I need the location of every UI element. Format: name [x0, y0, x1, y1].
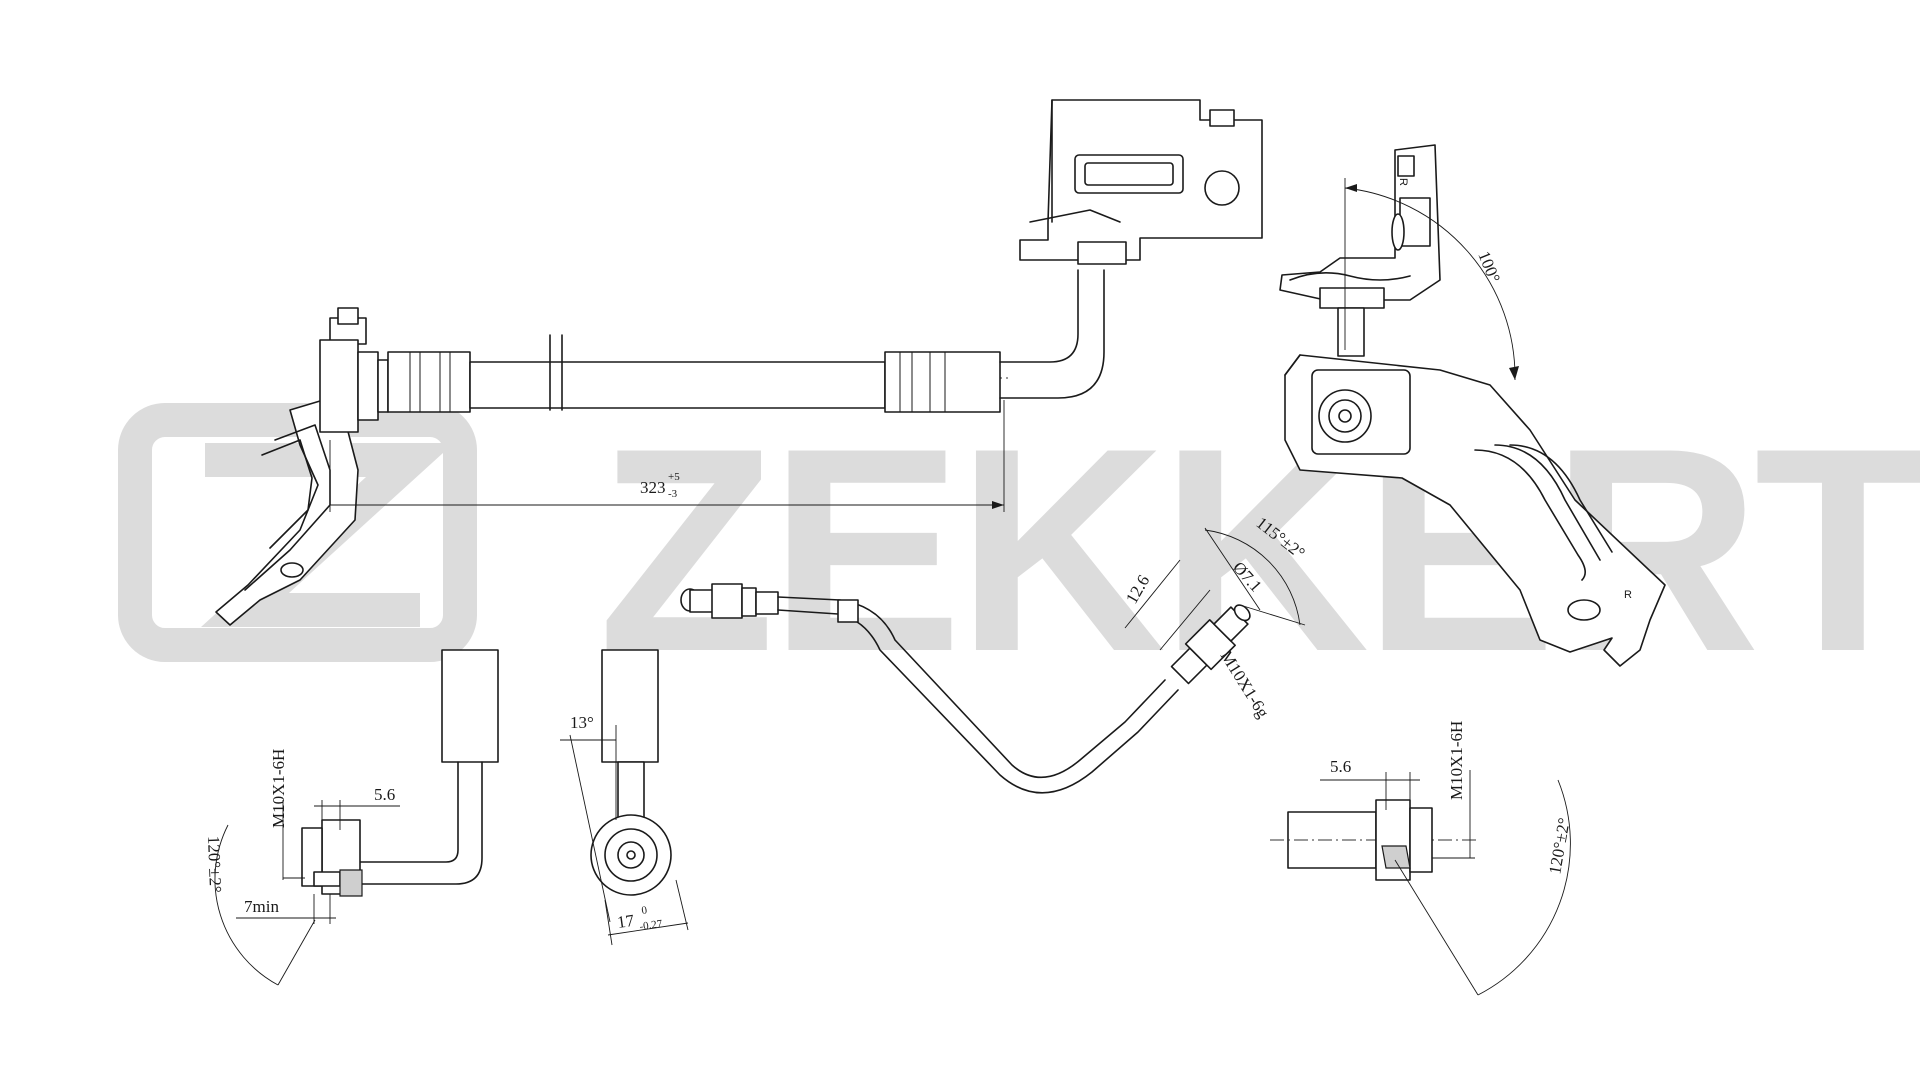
pipe-sleeve: [837, 599, 859, 623]
dim-length-tol-plus: +5: [668, 471, 680, 483]
angle-13-value: 13°: [570, 713, 594, 732]
angle-120-left-arc: [214, 824, 279, 986]
elbow-fitting-left: M10X1-6H 5.6 7min 120°±2°: [204, 649, 499, 986]
angle-120-left-value: 120°±2°: [204, 835, 225, 893]
right-crimp-ferrule: [884, 351, 1001, 413]
left-crimp-ferrule: [387, 351, 471, 413]
dim-length-value: 323: [640, 478, 666, 497]
pipe-left-nut: [711, 583, 743, 619]
brake-pipe-assembly: 115°±2° Ø7.1 12.6 M10X1-6g: [680, 513, 1309, 794]
length-5-6-right-value: 5.6: [1330, 757, 1351, 776]
upper-small-bracket: [1279, 144, 1441, 301]
elbow-ferrule: [441, 649, 499, 763]
dim-length-tol-minus: -3: [668, 488, 678, 500]
angle-100-value: 100°: [1474, 248, 1504, 285]
hex-tol-lower: -0.27: [639, 918, 664, 933]
right-tube-bend: [999, 269, 1079, 363]
banjo-fitting: 13° 17 0 -0.27: [560, 649, 689, 946]
hex-tol-upper: 0: [641, 904, 649, 917]
thread-right-value: M10X1-6H: [1447, 721, 1466, 800]
side-mark-top: R: [1397, 178, 1409, 186]
elbow-tube: [359, 761, 459, 863]
metal-pipe: [777, 596, 1166, 779]
angle-120-right-arc: [1477, 779, 1571, 996]
watermark-text: ZEKKERT: [598, 388, 1920, 712]
thread-left-value: M10X1-6H: [269, 749, 288, 828]
right-bracket-assembly: 100° R R: [1279, 144, 1666, 667]
side-mark-plate: R: [1624, 589, 1632, 601]
angle-100-arc: [1344, 187, 1516, 381]
watermark-logo: ZEKKERT: [118, 388, 1920, 712]
min-length-value: 7min: [244, 897, 279, 916]
pipe-left-nose: [689, 589, 715, 613]
left-fitting-body: [319, 339, 359, 433]
straight-fitting-right: 5.6 M10X1-6H 120°±2°: [1270, 721, 1574, 996]
angle-120-right-value: 120°±2°: [1545, 816, 1574, 875]
hex-size-value: 17: [616, 911, 636, 932]
angle-115-arc: [1204, 529, 1301, 626]
hose-body: [469, 361, 886, 409]
banjo-ferrule: [601, 649, 659, 763]
length-5-6-left-value: 5.6: [374, 785, 395, 804]
hose-assembly: 323 +5 -3: [215, 99, 1263, 626]
